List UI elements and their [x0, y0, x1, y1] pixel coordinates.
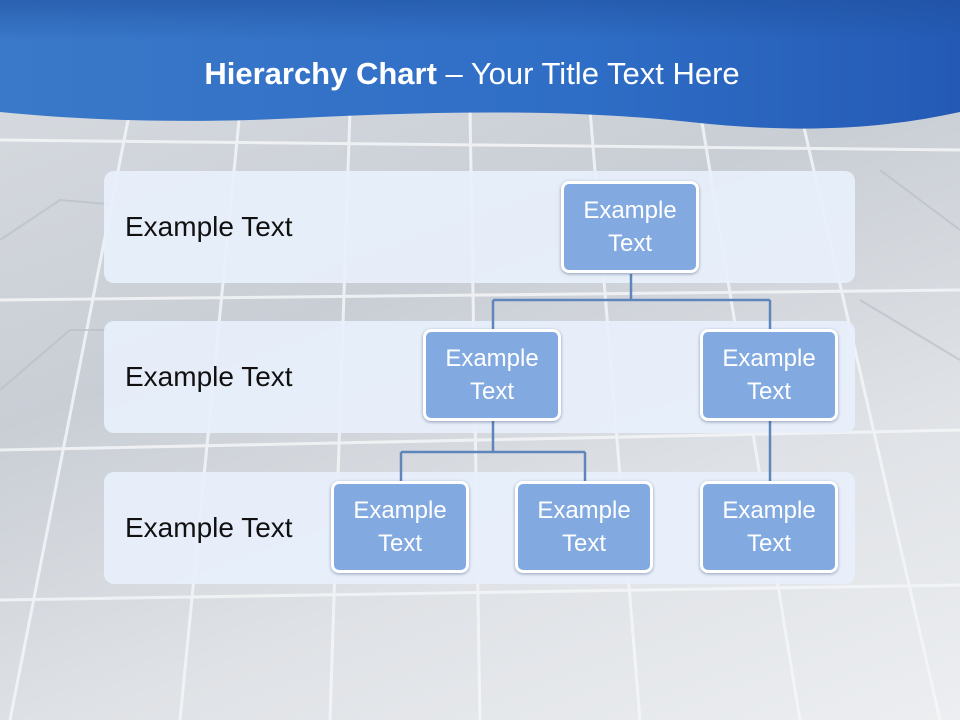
level-band-1: Example Text	[104, 171, 855, 283]
level-label-2: Example Text	[125, 361, 293, 392]
node-root-label: Example Text	[583, 197, 677, 257]
node-level2-left[interactable]: Example Text	[423, 329, 561, 421]
node-level3-2[interactable]: Example Text	[515, 481, 653, 573]
node-level3-1-label: Example Text	[353, 497, 447, 557]
node-level3-2-label: Example Text	[537, 497, 631, 557]
node-level2-right[interactable]: Example Text	[700, 329, 838, 421]
level-label-1: Example Text	[125, 211, 293, 242]
title-rest-part: – Your Title Text Here	[436, 56, 740, 91]
node-level3-3[interactable]: Example Text	[700, 481, 838, 573]
title-bold-part: Hierarchy Chart	[204, 56, 437, 91]
node-level3-3-label: Example Text	[722, 497, 816, 557]
node-level2-left-label: Example Text	[445, 345, 539, 405]
node-level2-right-label: Example Text	[722, 345, 816, 405]
slide-title: Hierarchy Chart – Your Title Text Here	[0, 56, 944, 92]
node-level3-1[interactable]: Example Text	[331, 481, 469, 573]
level-label-3: Example Text	[125, 512, 293, 543]
node-root[interactable]: Example Text	[561, 181, 699, 273]
